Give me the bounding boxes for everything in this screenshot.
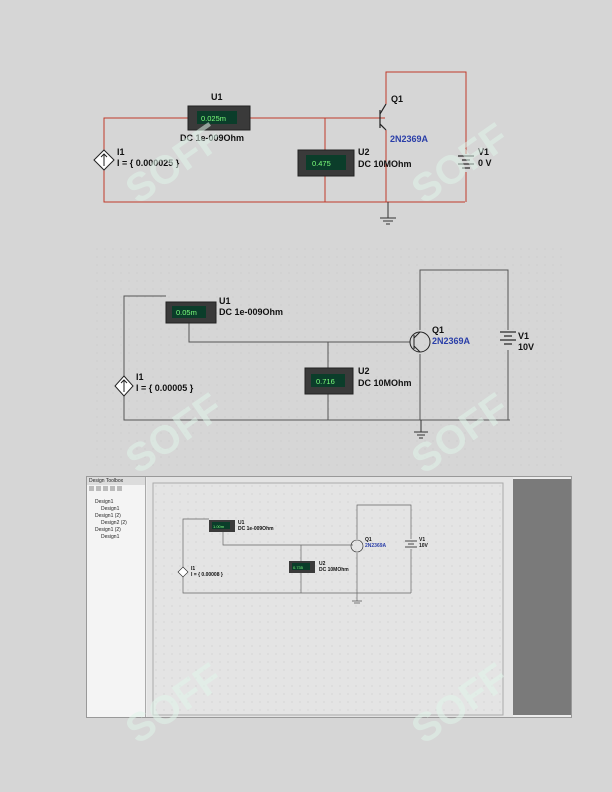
circuit-2-transistor-icon[interactable] <box>409 331 431 353</box>
circuit-1-v1-value: 0 V <box>478 158 492 168</box>
circuit-1-schematic: 0.025m U1 DC 1e-009Ohm 0.475 U2 DC 10MOh… <box>93 71 492 225</box>
circuit-2-u2-reading: 0.716 <box>316 377 335 386</box>
circuit-1-u1-settings: DC 1e-009Ohm <box>180 133 244 143</box>
app-i1-value: I = { 0.00008 } <box>191 572 223 578</box>
circuit-1-u2-settings: DC 10MOhm <box>358 159 412 169</box>
app-u1-settings: DC 1e-009Ohm <box>238 526 274 532</box>
circuit-2-ground-icon <box>414 420 428 439</box>
circuit-2-u2-settings: DC 10MOhm <box>358 378 412 388</box>
circuit-2-wires <box>123 269 510 421</box>
app-transistor-icon[interactable] <box>350 539 364 553</box>
app-q1-model: 2N2369A <box>365 543 387 549</box>
app-u1-label: U1 <box>238 520 245 526</box>
app-v1-value: 10V <box>419 543 429 549</box>
app-i1-label: I1 <box>191 566 195 572</box>
circuit-2-meter-u1[interactable]: 0.05m <box>165 301 217 324</box>
tree-item-2[interactable]: Design1 (2) <box>95 513 121 519</box>
design-tree: Design1 Design1 Design1 (2) Design2 (2) … <box>95 499 127 540</box>
app-u2-label: U2 <box>319 561 326 567</box>
circuit-1-meter-u1[interactable]: 0.025m <box>187 105 251 131</box>
circuit-1-meter-u2[interactable]: 0.475 <box>297 149 355 177</box>
circuit-2-v1-label: V1 <box>518 331 529 341</box>
design-toolbox-panel: Design Toolbox Design1 Design1 Design1 (… <box>87 477 146 717</box>
settings-icon[interactable] <box>117 486 122 491</box>
circuit-2-u1-reading: 0.05m <box>176 308 197 317</box>
circuit-2-current-source-icon[interactable] <box>114 375 134 397</box>
circuit-2-i1-value: I = { 0.00005 } <box>136 383 194 393</box>
circuit-2-grid-background <box>92 248 568 470</box>
app-v1-label: V1 <box>419 537 425 543</box>
circuit-2-u1-label: U1 <box>219 296 231 306</box>
app-u2-reading: 0.735 <box>293 565 304 570</box>
circuit-2-i1-label: I1 <box>136 372 144 382</box>
app-u1-reading: 1.00m <box>213 524 225 529</box>
app-current-source-icon[interactable] <box>177 566 189 578</box>
app-ground-icon <box>352 600 362 604</box>
open-icon[interactable] <box>96 486 101 491</box>
circuit-1-transistor-icon[interactable] <box>379 103 387 131</box>
circuit-1-u2-label: U2 <box>358 147 370 157</box>
app-meter-u2[interactable]: 0.735 <box>289 561 315 573</box>
close-icon[interactable] <box>110 486 115 491</box>
new-icon[interactable] <box>89 486 94 491</box>
circuit-1-q1-label: Q1 <box>391 94 403 104</box>
tree-item-5[interactable]: Design1 <box>101 534 120 540</box>
app-meter-u1[interactable]: 1.00m <box>209 520 235 532</box>
tree-item-1[interactable]: Design1 <box>101 506 120 512</box>
app-q1-label: Q1 <box>365 537 372 543</box>
circuit-2-v1-value: 10V <box>518 342 534 352</box>
circuit-1-u1-reading: 0.025m <box>201 114 226 123</box>
app-u2-settings: DC 10MOhm <box>319 567 349 573</box>
multisim-window: Design Toolbox Design1 Design1 Design1 (… <box>86 476 572 718</box>
right-dark-panel <box>513 479 571 715</box>
circuit-1-i1-value: I = { 0.000025 } <box>117 158 180 168</box>
circuit-2-schematic: 0.05m U1 DC 1e-009Ohm 0.716 U2 DC 10MOhm… <box>92 248 568 470</box>
circuit-2-u2-label: U2 <box>358 366 370 376</box>
circuit-1-current-source-icon[interactable] <box>93 149 115 171</box>
circuit-2-meter-u2[interactable]: 0.716 <box>304 367 354 395</box>
tree-item-4[interactable]: Design1 (2) <box>95 527 121 533</box>
circuit-1-u2-reading: 0.475 <box>312 159 331 168</box>
design-toolbox-title: Design Toolbox <box>87 477 145 485</box>
circuit-2-q1-label: Q1 <box>432 325 444 335</box>
design-toolbox-toolbar <box>87 485 145 495</box>
circuit-1-i1-label: I1 <box>117 147 125 157</box>
circuit-1-q1-model: 2N2369A <box>390 134 429 144</box>
circuit-1-u1-label: U1 <box>211 92 223 102</box>
circuit-1-v1-label: V1 <box>478 147 489 157</box>
tree-item-0[interactable]: Design1 <box>95 499 114 505</box>
circuit-2-q1-model: 2N2369A <box>432 336 471 346</box>
tree-item-3[interactable]: Design2 (2) <box>101 520 127 526</box>
schematic-workspace[interactable]: 1.00m U1 DC 1e-009Ohm 0.735 U2 DC 10MOhm… <box>147 477 513 717</box>
circuit-2-u1-settings: DC 1e-009Ohm <box>219 307 283 317</box>
circuit-2-battery-icon[interactable] <box>500 331 516 345</box>
circuit-1-wires <box>103 71 467 203</box>
app-battery-icon[interactable] <box>405 540 417 548</box>
save-icon[interactable] <box>103 486 108 491</box>
circuit-1-battery-icon[interactable] <box>458 155 474 169</box>
circuit-1-ground-icon <box>380 202 396 225</box>
